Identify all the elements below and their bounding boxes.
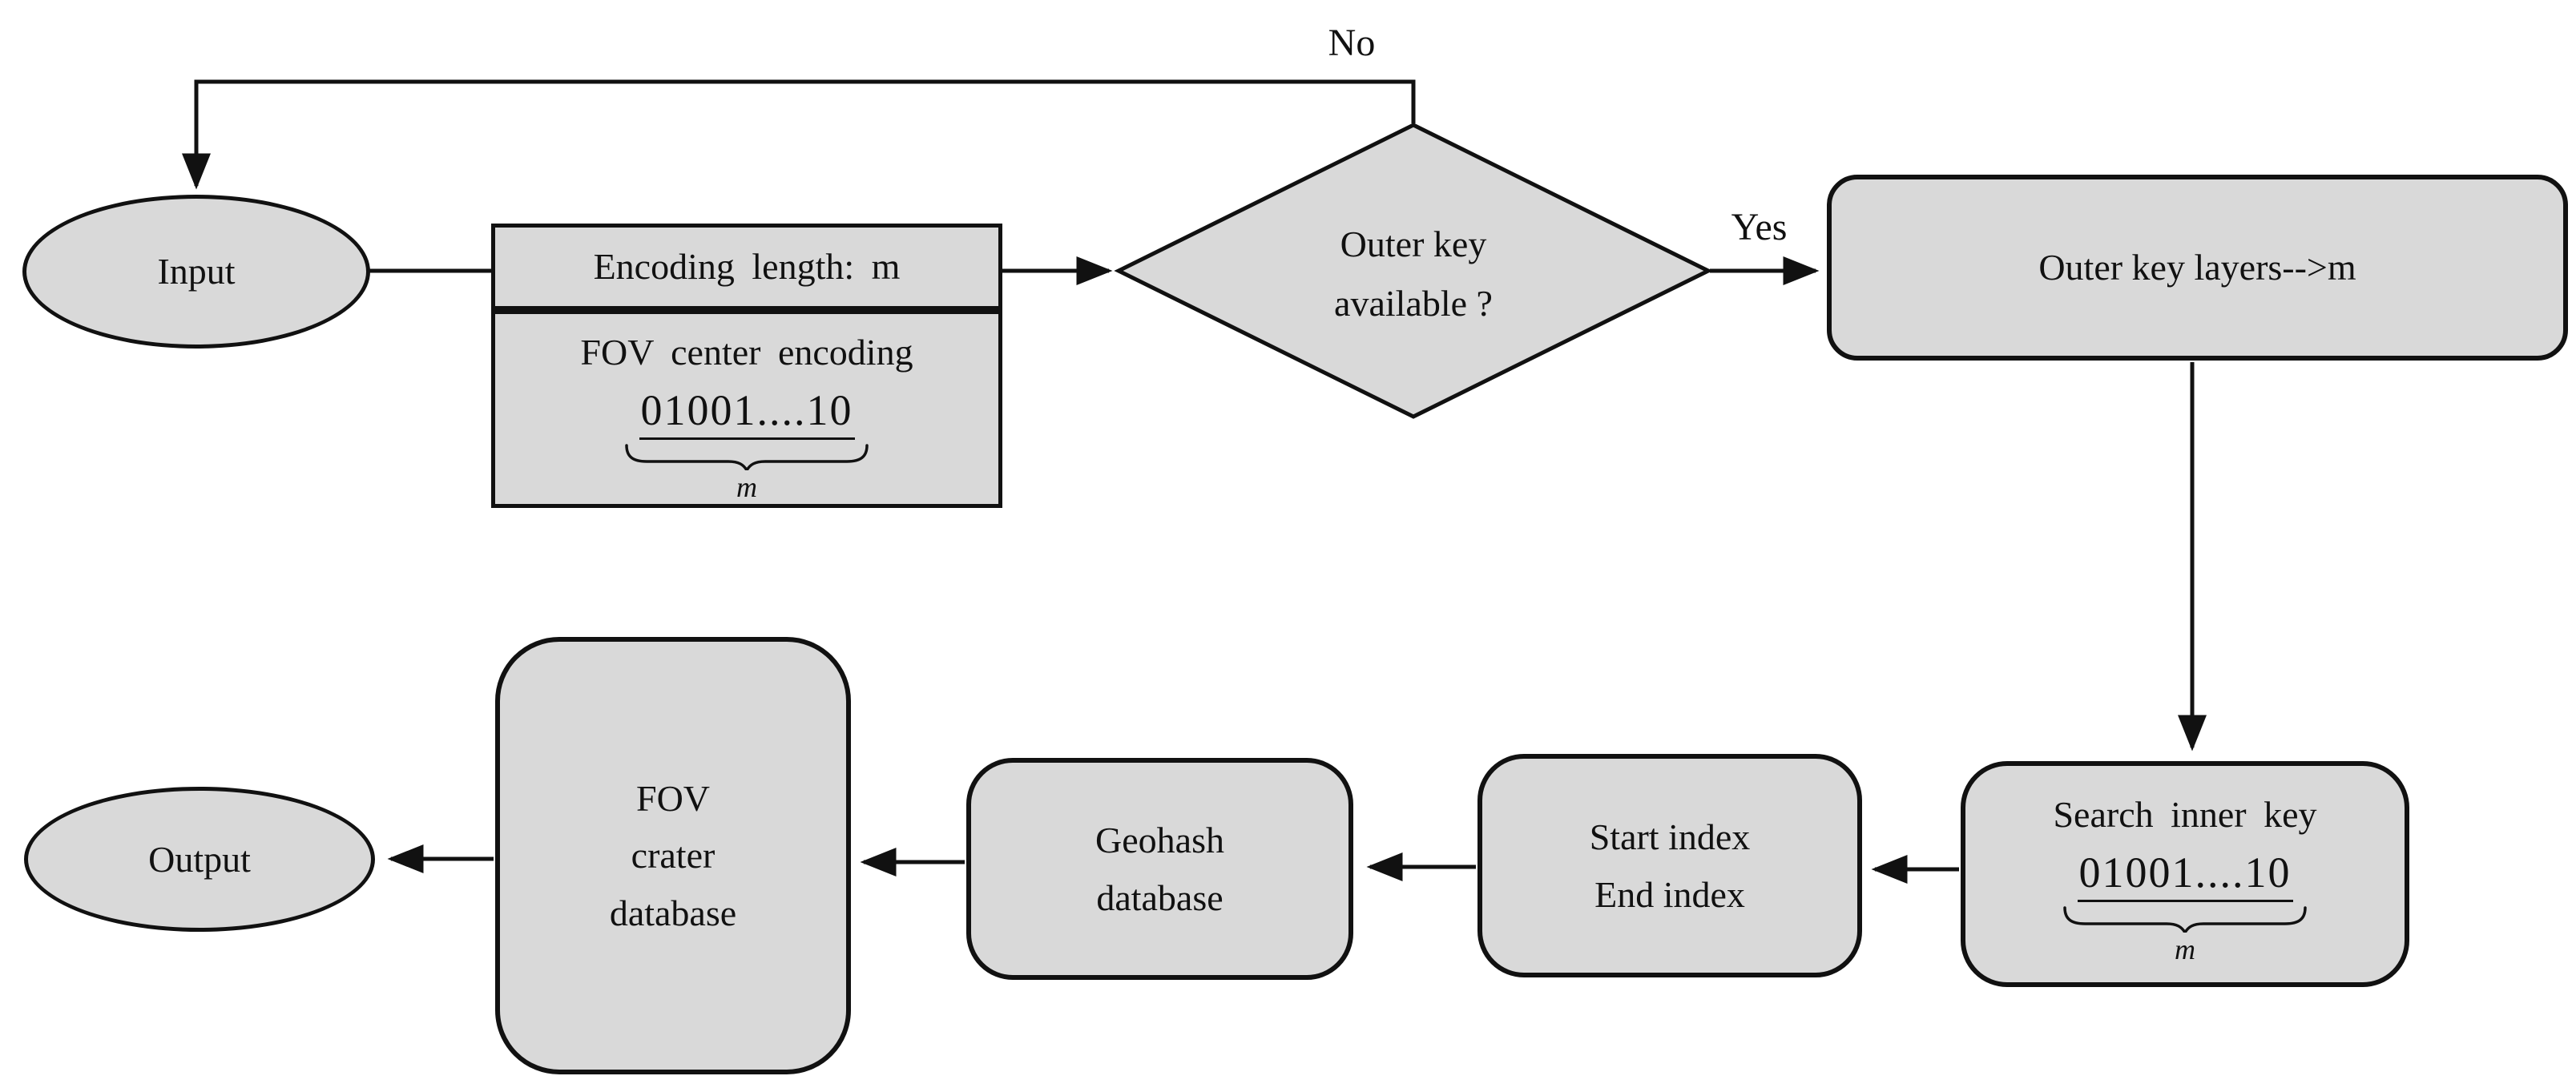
search-inner-key-brace-m-label: m: [2175, 933, 2195, 965]
outer-key-layers-process: Outer key layers-->m: [1827, 175, 2568, 361]
fov-crater-database-line1: FOV: [635, 778, 711, 820]
edge-decision-no-to-input: [182, 79, 1416, 190]
underbrace-icon: [2063, 906, 2307, 933]
geohash-database-line1: Geohash: [1095, 820, 1224, 861]
end-index-label: End index: [1594, 873, 1745, 915]
search-inner-key-label: Search inner key: [2053, 793, 2317, 835]
encoding-header-label: Encoding length: m: [593, 246, 901, 288]
geohash-database-process: Geohash database: [966, 758, 1353, 980]
start-end-index-process: Start index End index: [1477, 754, 1862, 977]
encoding-body-label: FOV center encoding: [580, 332, 913, 373]
output-terminator: Output: [24, 787, 375, 932]
search-inner-key-process: Search inner key 01001....10 m: [1961, 761, 2409, 987]
fov-crater-database-process: FOV crater database: [495, 637, 851, 1074]
edge-label-no: No: [1328, 22, 1376, 64]
encoding-brace-m-label: m: [736, 471, 757, 504]
search-inner-key-code-text: 01001....10: [2077, 848, 2293, 902]
start-index-label: Start index: [1589, 816, 1751, 858]
decision-outer-key-available: Outer key available ?: [1237, 218, 1590, 330]
geohash-database-line2: database: [1096, 876, 1223, 918]
underbrace-icon: [625, 444, 869, 471]
encoding-code-text: 01001....10: [639, 385, 855, 441]
input-label: Input: [157, 251, 236, 292]
decision-line1: Outer key: [1340, 224, 1487, 265]
edge-label-yes: Yes: [1731, 206, 1788, 248]
decision-diamond-shape: [1114, 123, 1713, 419]
output-label: Output: [148, 838, 251, 880]
fov-crater-database-line3: database: [609, 892, 737, 933]
encoding-process: Encoding length: m FOV center encoding 0…: [491, 224, 1002, 508]
input-terminator: Input: [22, 195, 370, 349]
decision-line2: available ?: [1334, 283, 1493, 324]
encoding-divider: [495, 305, 998, 315]
outer-key-layers-label: Outer key layers-->m: [2038, 247, 2356, 288]
fov-crater-database-line2: crater: [631, 835, 716, 876]
